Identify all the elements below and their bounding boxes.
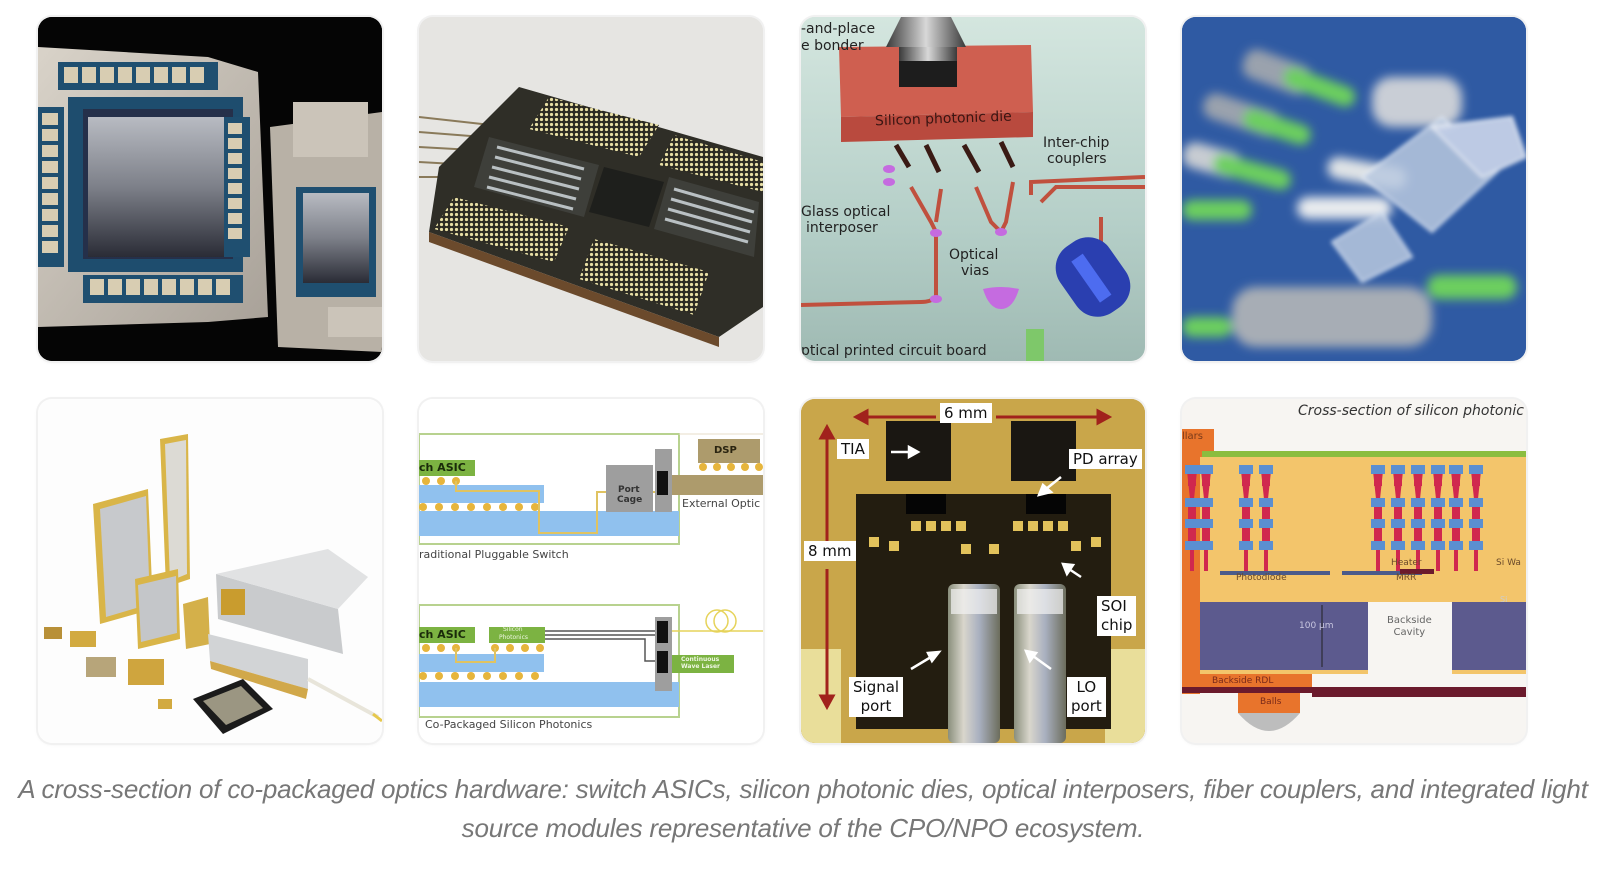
label-couplers-line2: couplers <box>1047 151 1107 167</box>
asic-package-illustration <box>38 17 382 361</box>
label-traditional-pluggable-switch: raditional Pluggable Switch <box>419 548 569 561</box>
label-lo-line1: LO <box>1076 678 1097 696</box>
label-cw-laser-line1: Continuous <box>681 656 720 663</box>
label-switch-asic-bottom: ch ASIC <box>419 628 466 641</box>
label-soi-line1: SOI <box>1101 597 1127 615</box>
image-fiber-couplers <box>1182 17 1526 361</box>
label-tia: TIA <box>837 439 869 459</box>
interposer-diagram-graphic <box>801 17 1145 361</box>
label-heater: Heater <box>1391 558 1422 568</box>
pluggable-vs-cpo-graphic <box>419 399 763 743</box>
metal-via-stack <box>1371 465 1385 571</box>
label-cw-laser-line2: Wave Laser <box>681 663 720 670</box>
metal-via-stack <box>1185 465 1199 571</box>
label-height-8mm: 8 mm <box>804 541 856 561</box>
label-port-cage-line1: Port <box>618 485 640 495</box>
label-photodiode: Photodiode <box>1236 573 1287 583</box>
label-vias-line2: vias <box>961 263 990 279</box>
label-cavity-line2: Cavity <box>1393 627 1426 638</box>
fiber-couplers-illustration <box>1182 17 1526 361</box>
label-lo-line2: port <box>1071 697 1102 715</box>
label-external-optic: External Optic <box>682 497 761 510</box>
label-silicon-photonics-line2: Photonics <box>499 634 529 641</box>
image-laser-modules <box>38 399 382 743</box>
image-coherent-receiver-chip: 6 mm TIA PD array 8 mm SOI chip Signal p… <box>801 399 1145 743</box>
label-pd-array: PD array <box>1069 449 1142 469</box>
metal-via-stack <box>1239 465 1253 571</box>
label-pillars: llars <box>1182 431 1204 442</box>
label-signal-line1: Signal <box>853 678 900 696</box>
label-bonder-line2: e bonder <box>801 38 864 54</box>
label-bonder-line1: -and-place <box>801 21 876 37</box>
label-signal-line2: port <box>860 697 892 715</box>
label-port-cage-line2: Cage <box>617 495 643 505</box>
metal-via-stack <box>1199 465 1213 571</box>
label-switch-asic-top: ch ASIC <box>419 461 466 474</box>
label-cavity-line1: Backside <box>1387 615 1432 626</box>
label-si-wa: Si Wa <box>1496 558 1521 568</box>
label-silicon-photonics-line1: Silicon <box>503 626 523 633</box>
label-cross-section-title: Cross-section of silicon photonic <box>1298 403 1524 419</box>
image-optical-interposer-diagram: -and-place e bonder Silicon photonic die… <box>801 17 1145 361</box>
label-interposer-line1: Glass optical <box>801 204 891 220</box>
label-soi-line2: chip <box>1101 616 1133 634</box>
figure-caption: A cross-section of co-packaged optics ha… <box>18 774 1588 843</box>
cross-section-graphic <box>1182 399 1526 743</box>
metal-via-stack <box>1259 465 1273 571</box>
metal-via-stack <box>1411 465 1425 571</box>
label-dsp: DSP <box>714 445 737 456</box>
label-signal-port: Signal port <box>849 677 904 717</box>
label-couplers-line1: Inter-chip <box>1043 135 1110 151</box>
metal-via-stack <box>1469 465 1483 571</box>
cpo-substrate-illustration <box>419 17 763 361</box>
label-backside-cavity: Backside Cavity <box>1387 615 1432 639</box>
laser-modules-illustration <box>38 399 382 743</box>
label-mrr: MRR <box>1396 573 1417 583</box>
label-balls: Balls <box>1260 697 1282 707</box>
label-soi-chip: SOI chip <box>1097 596 1137 636</box>
image-switch-asic-package <box>38 17 382 361</box>
label-pcb: ptical printed circuit board <box>801 343 987 359</box>
label-width-6mm: 6 mm <box>940 403 992 423</box>
image-pluggable-vs-cpo-diagram: ch ASIC Port Cage DSP External Optic rad… <box>419 399 763 743</box>
label-interposer-line2: interposer <box>806 220 878 236</box>
metal-via-stack <box>1431 465 1445 571</box>
label-lo-port: LO port <box>1067 677 1106 717</box>
label-backside-rdl: Backside RDL <box>1212 676 1274 686</box>
metal-via-stack <box>1449 465 1463 571</box>
metal-via-stack <box>1391 465 1405 571</box>
image-silicon-photonics-cross-section: Cross-section of silicon photonic llars … <box>1182 399 1526 743</box>
label-co-packaged-silicon-photonics: Co-Packaged Silicon Photonics <box>425 718 593 731</box>
label-thickness-100um: 100 μm <box>1299 621 1334 631</box>
image-cpo-substrate <box>419 17 763 361</box>
label-si: Si <box>1500 595 1508 604</box>
label-vias-line1: Optical <box>949 247 999 263</box>
